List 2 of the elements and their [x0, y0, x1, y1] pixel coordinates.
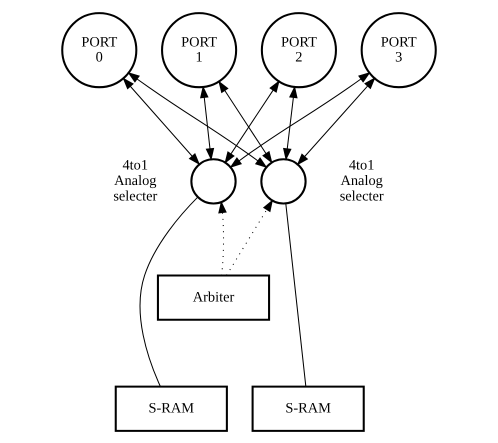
node-label: 4to1 Analog selecter — [340, 157, 384, 204]
node-label: 4to1 Analog selecter — [113, 157, 158, 204]
